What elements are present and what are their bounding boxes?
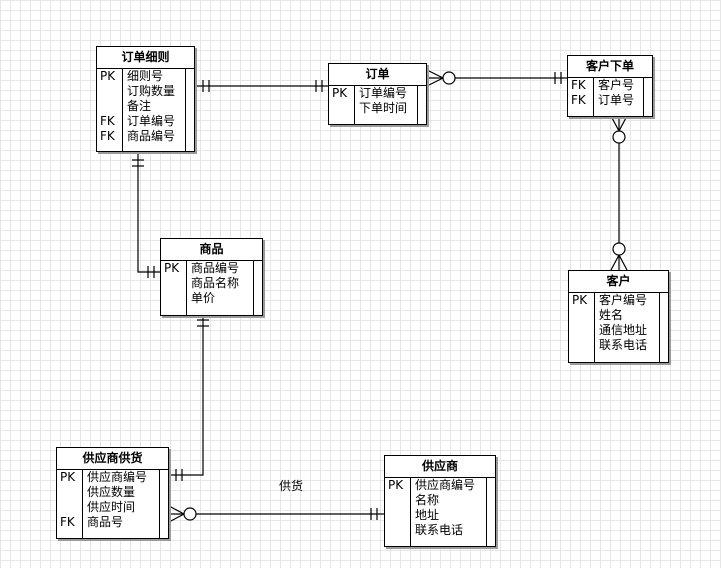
- key-cell: FK: [60, 515, 75, 529]
- key-cell: FK: [571, 78, 586, 92]
- entity-title: 客户: [569, 271, 668, 293]
- attribute-column: 客户编号 姓名 通信地址 联系电话: [595, 293, 660, 362]
- key-column: PK FK FK: [97, 69, 123, 151]
- attribute-cell: 备注: [127, 99, 152, 113]
- attribute-cell: 单价: [191, 291, 216, 305]
- key-cell: PK: [164, 261, 180, 275]
- attribute-cell: 地址: [415, 508, 440, 522]
- key-cell: [97, 99, 122, 114]
- key-cell: [97, 84, 122, 99]
- key-cell: FK: [100, 129, 115, 143]
- entity-title: 商品: [161, 239, 262, 261]
- entity-title: 订单: [329, 64, 426, 86]
- key-cell: PK: [572, 293, 588, 307]
- key-cell: FK: [571, 93, 586, 107]
- attribute-cell: 订单号: [598, 93, 635, 107]
- key-cell: PK: [332, 86, 348, 100]
- attribute-column: 商品编号 商品名称 单价: [187, 261, 254, 315]
- attribute-divider: [185, 69, 186, 151]
- entity-order-detail[interactable]: 订单细则 PK FK FK 细则号 订购数量 备注 订单编号 商品编号: [96, 46, 195, 152]
- zero-marker: [183, 507, 197, 521]
- attribute-divider: [659, 293, 660, 362]
- key-cell: [569, 323, 594, 338]
- attribute-cell: 客户编号: [599, 293, 648, 307]
- key-column: PK: [385, 478, 411, 546]
- attribute-column: 订单编号 下单时间: [355, 86, 418, 124]
- attribute-cell: 商品名称: [191, 276, 240, 290]
- key-column: FK FK: [568, 78, 594, 116]
- key-cell: [385, 523, 410, 538]
- key-cell: [385, 493, 410, 508]
- attribute-cell: 名称: [415, 493, 440, 507]
- attribute-column: 供应商编号 名称 地址 联系电话: [411, 478, 487, 546]
- key-cell: [161, 276, 186, 291]
- entity-product[interactable]: 商品 PK 商品编号 商品名称 单价: [160, 238, 263, 316]
- attribute-cell: 订单编号: [127, 114, 176, 128]
- key-cell: PK: [100, 69, 116, 83]
- attribute-cell: 供应时间: [87, 500, 136, 514]
- attribute-cell: 订单编号: [359, 86, 408, 100]
- attribute-cell: 供应数量: [87, 485, 136, 499]
- entity-title: 客户下单: [568, 56, 652, 78]
- attribute-cell: 通信地址: [599, 323, 648, 337]
- key-cell: [385, 508, 410, 523]
- relationship-label-supply: 供货: [279, 479, 304, 493]
- entity-customer-order[interactable]: 客户下单 FK FK 客户号 订单号: [567, 55, 653, 117]
- attribute-cell: 供应商编号: [415, 478, 476, 492]
- attribute-divider: [486, 478, 487, 546]
- key-cell: [161, 291, 186, 306]
- entity-title: 订单细则: [97, 47, 194, 69]
- key-cell: PK: [388, 478, 404, 492]
- attribute-column: 细则号 订购数量 备注 订单编号 商品编号: [123, 69, 186, 151]
- attribute-divider: [643, 78, 644, 116]
- attribute-cell: 下单时间: [359, 101, 408, 115]
- attribute-cell: 商品编号: [127, 129, 176, 143]
- key-column: PK: [161, 261, 187, 315]
- entity-title: 供应商供货: [57, 448, 168, 470]
- zero-marker: [612, 242, 626, 256]
- attribute-divider: [159, 470, 160, 538]
- entity-title: 供应商: [385, 456, 495, 478]
- attribute-cell: 联系电话: [599, 338, 648, 352]
- key-column: PK: [569, 293, 595, 362]
- entity-supplier[interactable]: 供应商 PK 供应商编号 名称 地址 联系电话: [384, 455, 496, 547]
- attribute-cell: 订购数量: [127, 84, 176, 98]
- relationship-line: [137, 152, 160, 273]
- relationship-line: [169, 316, 204, 476]
- attribute-divider: [253, 261, 254, 315]
- attribute-cell: 商品号: [87, 515, 124, 529]
- attribute-column: 供应商编号 供应数量 供应时间 商品号: [83, 470, 160, 538]
- key-cell: PK: [60, 470, 76, 484]
- key-column: PK: [329, 86, 355, 124]
- attribute-cell: 姓名: [599, 308, 624, 322]
- attribute-divider: [417, 86, 418, 124]
- key-cell: FK: [100, 114, 115, 128]
- key-cell: [57, 500, 82, 515]
- key-column: PK FK: [57, 470, 83, 538]
- key-cell: [569, 338, 594, 353]
- key-cell: [57, 485, 82, 500]
- attribute-column: 客户号 订单号: [594, 78, 644, 116]
- zero-marker: [442, 71, 456, 85]
- entity-supply[interactable]: 供应商供货 PK FK 供应商编号 供应数量 供应时间 商品号: [56, 447, 169, 539]
- attribute-cell: 供应商编号: [87, 470, 148, 484]
- key-cell: [569, 308, 594, 323]
- attribute-cell: 商品编号: [191, 261, 240, 275]
- key-cell: [329, 101, 354, 116]
- zero-marker: [612, 130, 626, 144]
- attribute-cell: 细则号: [127, 69, 164, 83]
- entity-order[interactable]: 订单 PK 订单编号 下单时间: [328, 63, 427, 125]
- entity-customer[interactable]: 客户 PK 客户编号 姓名 通信地址 联系电话: [568, 270, 669, 363]
- attribute-cell: 客户号: [598, 78, 635, 92]
- attribute-cell: 联系电话: [415, 523, 464, 537]
